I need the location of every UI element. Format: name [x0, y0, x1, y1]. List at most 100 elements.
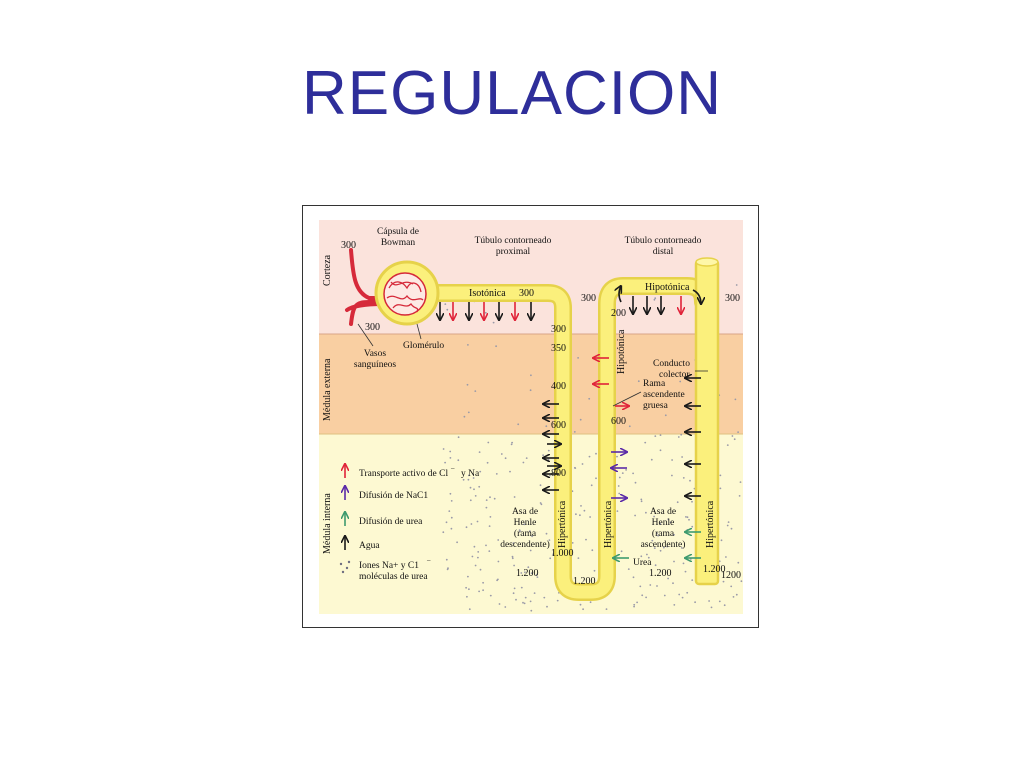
ion-dot	[488, 550, 491, 552]
ion-dot	[653, 298, 656, 301]
isotonic-label: Isotónica	[469, 288, 506, 299]
ion-dot	[633, 605, 635, 608]
ion-dot	[585, 538, 587, 541]
ion-dot	[640, 500, 643, 503]
hypertonic-asc-label: Hipertónica	[603, 500, 614, 548]
ion-dot	[671, 474, 673, 477]
ion-dot	[618, 492, 621, 495]
ion-dot	[442, 448, 445, 450]
ion-dot	[472, 477, 475, 479]
asc-label-1: Asa de	[650, 507, 676, 517]
ion-dot	[482, 581, 484, 584]
ion-dot	[487, 441, 490, 444]
hypotonic-top-label: Hipotónica	[645, 282, 690, 293]
desc-label-3: (rama	[514, 528, 537, 539]
glomerulus	[383, 272, 427, 316]
ion-dot	[556, 599, 559, 602]
ion-dot	[646, 553, 648, 556]
ion-dot	[691, 525, 694, 528]
ion-dot	[684, 570, 687, 573]
ion-dot	[549, 557, 552, 560]
ion-dot	[667, 577, 669, 580]
ion-dot	[512, 592, 515, 595]
ion-dot	[733, 438, 736, 441]
legend-active-label: Transporte activo de Cl	[359, 469, 448, 479]
ion-dot	[636, 601, 638, 604]
ion-dot	[672, 582, 674, 585]
glomerulus-label: Glomérulo	[403, 341, 444, 351]
value-600-asc: 600	[611, 416, 626, 427]
ion-dot	[654, 435, 657, 437]
ion-dot	[463, 415, 466, 418]
asc-label-2: Henle	[652, 518, 675, 528]
ion-dot	[476, 520, 479, 523]
ion-dot	[471, 555, 474, 558]
inner-medulla-zone	[319, 434, 743, 614]
ion-dot	[449, 457, 452, 459]
ion-dot	[595, 477, 597, 480]
ion-dot	[474, 495, 477, 497]
ion-dot	[546, 605, 548, 608]
value-200: 200	[611, 308, 626, 319]
ion-dot	[722, 580, 725, 583]
ion-dot	[509, 470, 511, 473]
ion-dot	[720, 539, 723, 542]
ion-dot	[496, 579, 498, 582]
ion-dot	[634, 514, 636, 517]
ion-dot	[656, 585, 658, 587]
ion-dot	[589, 601, 592, 604]
ion-dot	[650, 458, 653, 461]
desc-label-4: descendente)	[500, 539, 550, 550]
ion-dot	[677, 436, 680, 438]
ion-dot	[547, 449, 550, 452]
ion-dot	[547, 458, 550, 461]
ion-dot	[625, 469, 627, 471]
asc-label-4: ascendente)	[641, 539, 686, 550]
ion-dot	[523, 602, 526, 605]
ion-dot	[640, 555, 643, 558]
ion-dot	[444, 461, 446, 464]
ion-dot	[474, 564, 477, 567]
ion-dot	[512, 542, 515, 545]
value-300-mid: 300	[581, 293, 596, 304]
ion-dot	[682, 562, 685, 565]
value-300-desc: 300	[551, 324, 566, 335]
ion-dot	[730, 585, 733, 588]
ion-dot	[581, 463, 584, 465]
ion-dot	[535, 573, 538, 576]
legend-ions-sup: –	[426, 556, 431, 564]
ion-dot	[497, 539, 500, 541]
ion-dot	[457, 436, 460, 439]
ion-dot	[504, 606, 507, 608]
ion-dot	[449, 450, 452, 453]
ion-dot	[457, 459, 460, 462]
nephron-diagram: Corteza Médula externa Médula interna Cá…	[319, 220, 743, 614]
ion-dot	[445, 558, 448, 561]
ion-dot	[466, 595, 468, 598]
ion-dot	[579, 514, 581, 517]
ion-dot	[448, 510, 451, 512]
ion-dot	[482, 589, 484, 592]
legend: Transporte activo de Cl – y Na Difusión …	[339, 464, 480, 582]
ion-dot	[739, 481, 742, 483]
ion-dot	[456, 541, 458, 544]
ion-dot	[686, 591, 689, 594]
value-1200-bottom: 1.200	[573, 576, 596, 587]
ion-dot	[520, 586, 523, 589]
ion-dot	[488, 525, 491, 527]
ion-dot	[527, 566, 530, 569]
ion-dot	[524, 571, 526, 574]
ion-dot	[493, 497, 496, 500]
ion-dot	[450, 516, 453, 519]
proximal-label-1: Túbulo contorneado	[475, 236, 552, 246]
ion-dot	[710, 606, 713, 609]
ion-dot	[474, 390, 477, 392]
ion-dot	[708, 600, 710, 602]
ion-dot	[500, 453, 503, 455]
value-1200-edge: 1200	[721, 570, 741, 581]
ion-dot	[473, 488, 475, 491]
ion-dot	[680, 433, 683, 436]
ion-dot	[718, 600, 721, 603]
ion-dot	[735, 284, 738, 286]
ion-dot	[529, 389, 532, 392]
